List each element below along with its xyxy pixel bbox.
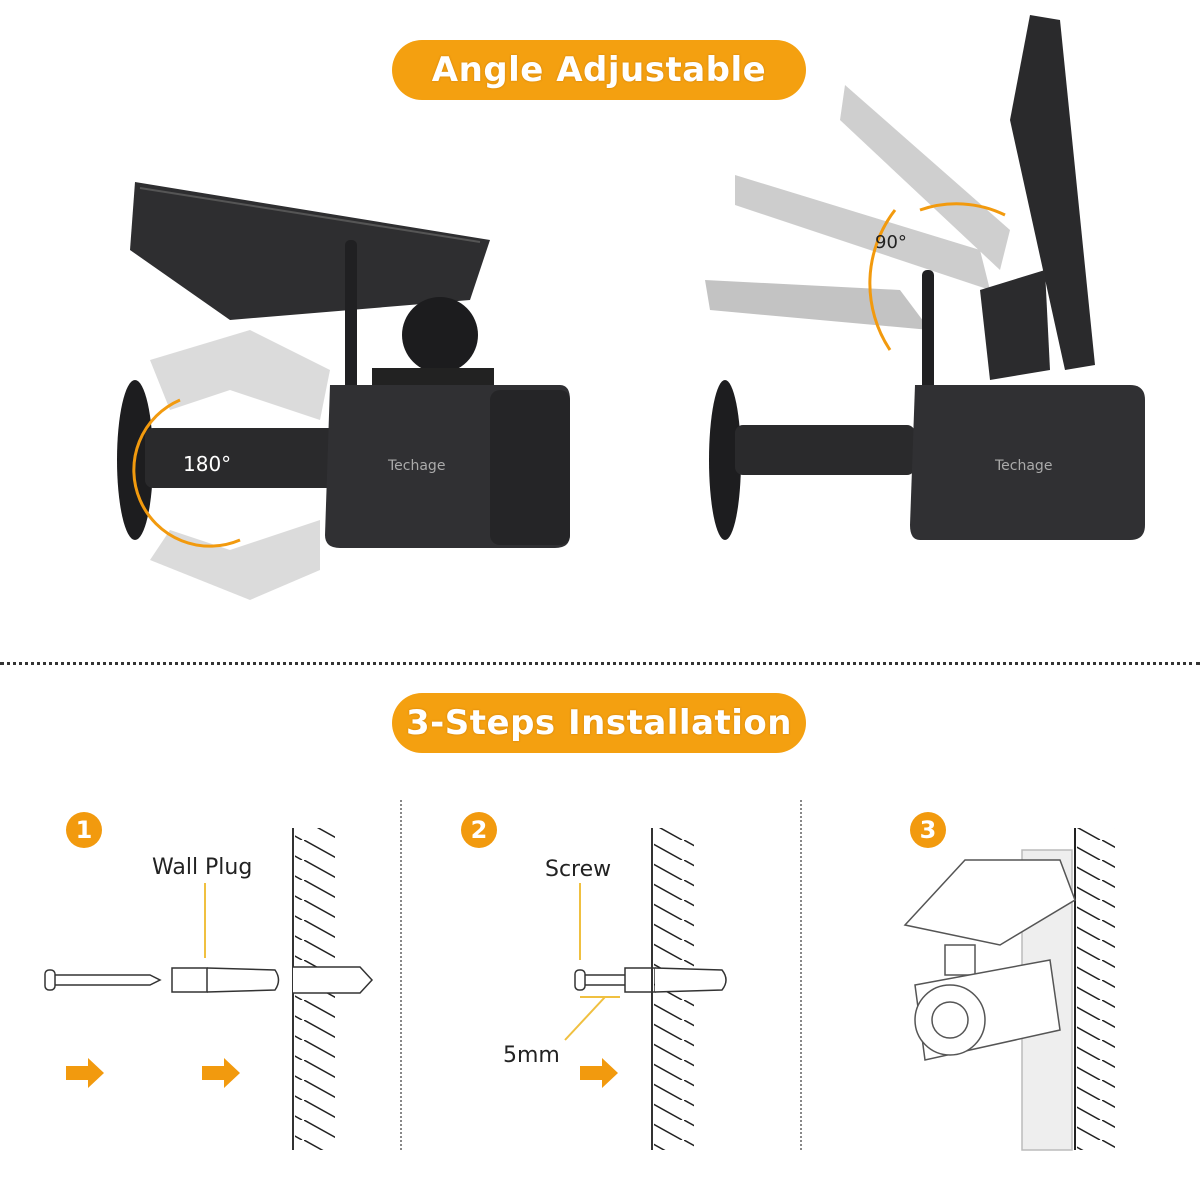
arrow-right-icon <box>202 1058 240 1088</box>
camera-left-illustration <box>117 182 570 600</box>
rotation-90-label: 90° <box>875 232 907 253</box>
wall-plug-label: Wall Plug <box>152 855 253 880</box>
arrow-right-icon <box>580 1058 618 1088</box>
rotation-180-label: 180° <box>183 452 231 476</box>
step-3-number: 3 <box>910 812 946 848</box>
angle-adjustable-header: Angle Adjustable <box>392 40 806 100</box>
step-divider <box>400 800 402 1150</box>
installation-header: 3-Steps Installation <box>392 693 806 753</box>
step-divider <box>800 800 802 1150</box>
brand-logo-right: Techage <box>994 458 1052 474</box>
brand-logo-left: Techage <box>387 458 445 474</box>
step-1-number: 1 <box>66 812 102 848</box>
step-2-number: 2 <box>461 812 497 848</box>
step2-diagram <box>564 828 727 1150</box>
camera-right-illustration <box>705 15 1145 540</box>
arrow-right-icon <box>66 1058 104 1088</box>
arrow-icons <box>66 1058 618 1088</box>
step1-diagram <box>44 828 374 1150</box>
screw-label: Screw <box>545 857 612 882</box>
step3-diagram <box>903 828 1115 1151</box>
section-divider <box>0 662 1200 665</box>
screw-size-label: 5mm <box>503 1043 560 1068</box>
